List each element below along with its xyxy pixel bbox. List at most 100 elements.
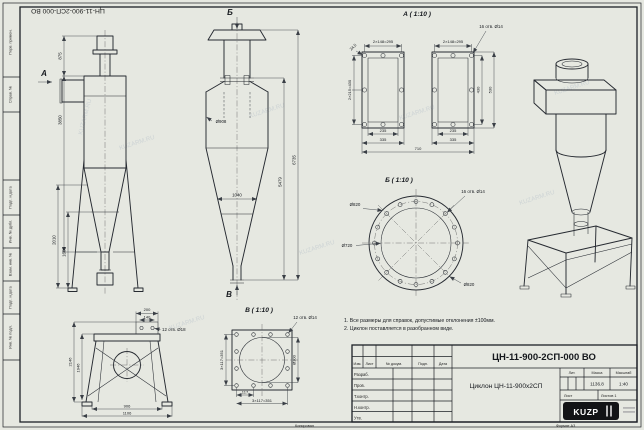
company-logo-text: KUZP	[573, 407, 598, 417]
round-flange-holes	[372, 199, 460, 287]
tb-scale-value: 1:40	[619, 382, 628, 387]
front-view: 875 3850 2010 1605 А	[38, 30, 144, 294]
watermark-text: KUZARM.RU	[77, 98, 93, 135]
section-v-title: В ( 1:10 )	[245, 307, 273, 314]
section-a-view: А ( 1:10 ) 2×148=295 2×148=295 16 отв. Ø…	[347, 11, 503, 154]
margin-label-inv-dubl: Инв. № дубл.	[9, 220, 13, 244]
dim-300: Ø300	[292, 354, 297, 365]
round-flange-bore	[380, 207, 452, 279]
note-line-2: 2. Циклон поставляется в разобранном вид…	[344, 326, 453, 332]
dim-335-2: 335	[450, 137, 457, 142]
dim-335-1: 335	[380, 137, 387, 142]
section-v-view: В ( 1:10 ) 12 отв. Ø14 3×117=351 117 3×1…	[219, 307, 317, 406]
dim-3850: 3850	[58, 115, 63, 125]
flange-plate-2	[431, 51, 475, 129]
company-logo	[563, 402, 619, 420]
dim-720: Ø720	[342, 243, 353, 248]
dim-1605: 1605	[62, 247, 67, 257]
watermark-text: KUZARM.RU	[518, 189, 555, 207]
section-b-view: Б ( 1:10 ) 16 отв. Ø14 Ø820 Ø720 Ø820	[342, 177, 485, 297]
dim-351-left: 3×117=351	[219, 349, 224, 370]
dim-holes-16: 16 отв. Ø14	[479, 24, 503, 29]
flange-2-holes	[432, 53, 474, 127]
logo-bars	[606, 405, 612, 417]
note-line-1: 1. Все размеры для справок, допустимые о…	[344, 318, 495, 324]
dim-holes-16-b: 16 отв. Ø14	[461, 189, 485, 194]
front-body	[83, 75, 127, 169]
margin-label-podp-data-1: Подп. и дата	[9, 185, 13, 208]
tb-scale-label: Масштаб	[616, 371, 632, 375]
tb-row-utv: Утв.	[354, 416, 362, 421]
iso-cone	[555, 149, 607, 213]
square-flange-holes	[234, 332, 290, 388]
dim-875: 875	[58, 52, 63, 60]
view-arrow-v-label: В	[226, 290, 232, 299]
view-arrow-a-label: А	[40, 69, 47, 78]
flange-1-holes	[362, 53, 404, 127]
tb-mass-label: Масса	[592, 371, 604, 375]
tb-col-list: Лист	[365, 362, 373, 366]
dim-1040: 1040	[232, 193, 242, 198]
view-arrow-b-label: Б	[227, 8, 233, 17]
tb-row-prov: Пров.	[354, 383, 365, 388]
logo-side-text-line	[623, 411, 635, 413]
notes: 1. Все размеры для справок, допустимые о…	[344, 318, 495, 332]
dim-117: 117	[242, 390, 249, 395]
title-block: Изм. Лист № докум. Подп. Дата Разраб. Пр…	[351, 344, 638, 423]
dim-holes-12: 12 отв. Ø14	[293, 315, 317, 320]
margin-strips: Перв. примен. Справ. № Подп. и дата Инв.…	[3, 29, 20, 361]
front-cone	[83, 167, 127, 253]
support-beam	[93, 333, 161, 342]
dim-1106: 1106	[123, 411, 132, 416]
margin-label-sprav: Справ. №	[9, 86, 13, 103]
watermark-text: KUZARM.RU	[298, 239, 335, 257]
watermark-text: KUZARM.RU	[248, 102, 285, 120]
dim-pitch-295-1: 2×148=295	[373, 39, 394, 44]
watermark-text: KUZARM.RU	[118, 134, 155, 152]
dim-235-1: 235	[380, 128, 387, 133]
anchor-plate	[135, 321, 159, 335]
dim-430: 430	[476, 86, 481, 93]
section-b-title: Б ( 1:10 )	[385, 177, 413, 184]
dim-pitch-430-left: 2×215=430	[347, 79, 352, 100]
dim-908: Ø908	[216, 119, 227, 124]
margin-label-perv-primen: Перв. примен.	[9, 29, 13, 54]
iso-base-top	[527, 225, 633, 254]
logo-side-text-line	[623, 407, 635, 409]
main-body	[205, 91, 269, 149]
front-inlet	[61, 79, 85, 103]
front-legs	[71, 159, 139, 289]
copied-label: Копировал	[295, 424, 314, 428]
tb-lit-label: Лит.	[569, 371, 576, 375]
dim-2010: 2010	[52, 235, 57, 245]
format-label: Формат А3	[556, 424, 575, 428]
tb-row-razrab: Разраб.	[354, 372, 369, 377]
main-cap	[207, 29, 267, 41]
margin-label-podp-data-2: Подп. и дата	[9, 285, 13, 308]
dim-820-bottom: Ø820	[464, 282, 475, 287]
dim-pitch-295-2: 2×148=295	[443, 39, 464, 44]
dim-530: 530	[488, 86, 493, 93]
tb-sheet-label: Лист	[564, 394, 573, 398]
tb-row-nkontr: Н.контр.	[354, 405, 370, 410]
dim-906: 906	[124, 404, 131, 409]
tb-doc-number: ЦН-11-900-2СП-000 ВО	[492, 352, 596, 363]
dim-holes-12-18: 12 отв. Ø18	[162, 327, 186, 332]
dim-200: 200	[144, 307, 151, 312]
tb-col-doc: № докум.	[386, 362, 402, 366]
dim-2146: 2146	[68, 357, 73, 367]
support-view: 200 140 12 отв. Ø18 2146 1946 906 1106	[68, 307, 186, 418]
margin-label-inv-podl: Инв. № подл.	[9, 325, 13, 349]
dim-5479: 5479	[278, 177, 283, 187]
flange-plate-1	[361, 51, 405, 129]
iso-body	[555, 113, 607, 151]
iso-base-legs	[523, 225, 633, 295]
support-legs	[85, 340, 169, 403]
dim-820-top: Ø820	[350, 202, 361, 207]
dim-1946: 1946	[76, 363, 81, 373]
front-bin	[96, 272, 114, 286]
main-cone	[205, 147, 269, 267]
